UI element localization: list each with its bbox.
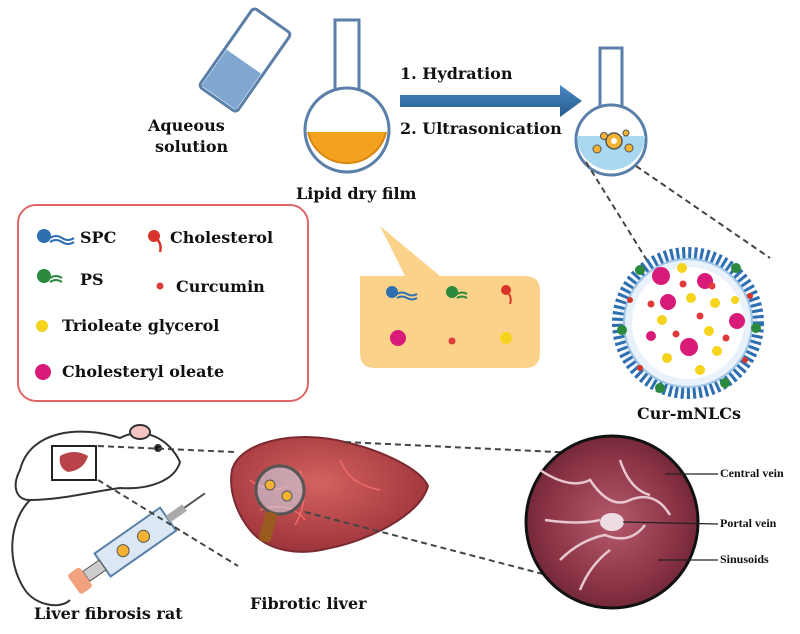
aqueous-label-line1: Aqueous (148, 116, 225, 135)
fibrotic-liver-label: Fibrotic liver (250, 594, 367, 613)
legend-box (17, 204, 309, 402)
legend-label-cholesteryl-oleate: Cholesteryl oleate (62, 362, 225, 381)
liver-fibrosis-rat-label: Liver fibrosis rat (34, 604, 183, 623)
hydration-step-label: 1. Hydration (400, 64, 513, 83)
zoom-line (585, 161, 649, 263)
legend-label-curcumin: Curcumin (176, 277, 265, 296)
cholesterol-icon (148, 230, 162, 253)
cur-mnlcs-label: Cur-mNLCs (637, 404, 741, 423)
liver-tissue-section (524, 434, 700, 610)
central-vein-label: Central vein (720, 466, 784, 480)
zoom-line (97, 445, 236, 453)
nanoparticle-flask-icon (574, 46, 648, 177)
aqueous-vial-icon (198, 7, 292, 113)
pointer-line (622, 521, 719, 525)
cur-mnlc-particle-icon (612, 247, 764, 399)
ps-lipid-icon (37, 269, 63, 283)
legend-label-cholesterol: Cholesterol (170, 228, 274, 247)
trioleate-dot-icon (36, 320, 48, 332)
composition-callout (360, 226, 540, 368)
zoom-line (97, 479, 239, 567)
syringe-icon (68, 492, 206, 594)
lipid-dry-film-label: Lipid dry film (296, 184, 417, 203)
spc-lipid-icon (37, 229, 75, 245)
legend-label-trioleate-glycerol: Trioleate glycerol (62, 316, 220, 335)
fibrotic-liver-icon (230, 436, 430, 553)
cholesteryl-oleate-dot-icon (35, 364, 51, 380)
legend-label-spc: SPC (80, 228, 117, 247)
curcumin-dot-icon (156, 282, 164, 290)
portal-vein-label: Portal vein (720, 516, 777, 530)
process-arrow-icon (400, 85, 582, 117)
ultrasonication-step-label: 2. Ultrasonication (400, 119, 562, 138)
zoom-line (635, 165, 771, 259)
lipid-film-flask-icon (303, 18, 391, 174)
zoom-line (344, 441, 621, 456)
legend-label-ps: PS (80, 270, 104, 289)
aqueous-label-line2: solution (155, 137, 229, 156)
sinusoids-label: Sinusoids (720, 552, 769, 566)
